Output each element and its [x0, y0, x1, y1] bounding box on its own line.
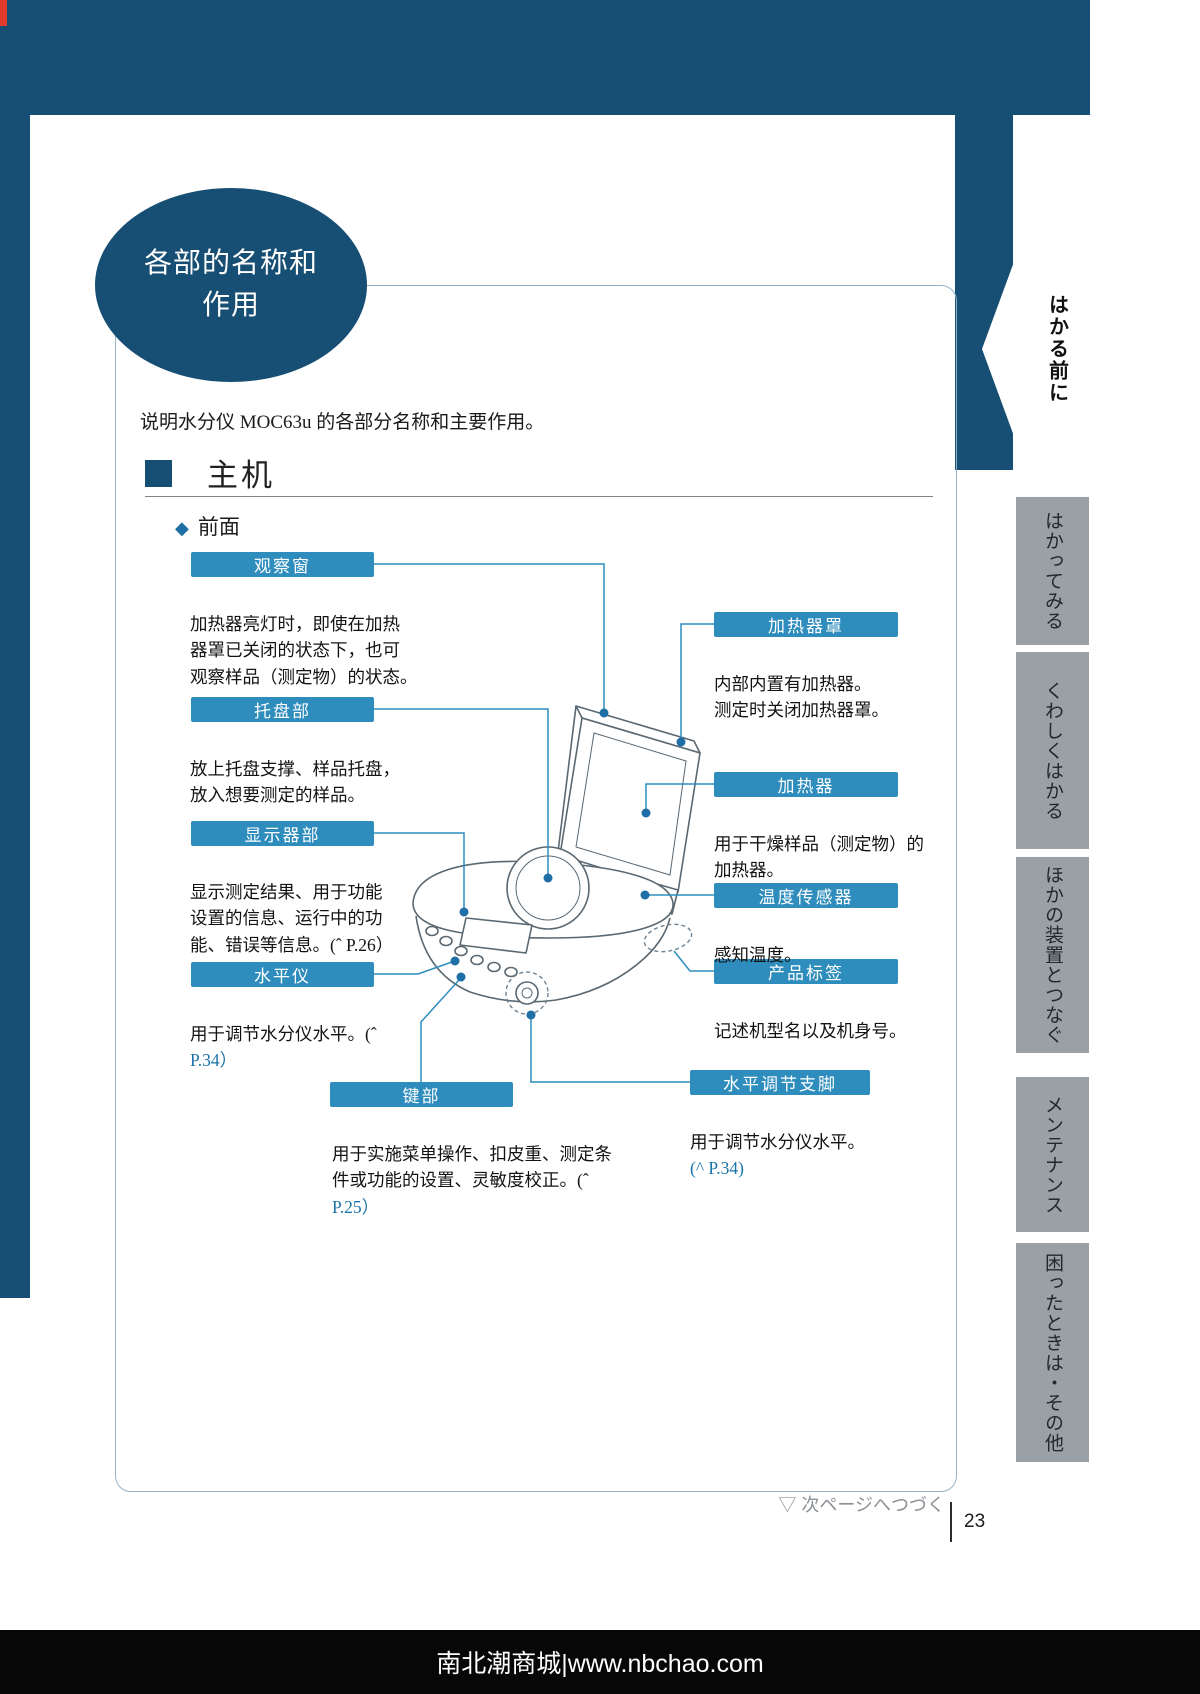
callout-heater: 加热器 — [714, 772, 898, 797]
side-tab-measure-in-detail: くわしくはかる — [1016, 652, 1089, 849]
content-panel-border — [115, 285, 957, 1492]
callout-temperature-sensor: 温度传感器 — [714, 883, 898, 908]
title-ellipse: 各部的名称和 作用 — [95, 188, 367, 382]
desc-level-gauge: 用于调节水分仪水平。(ˆ P.34） — [190, 994, 430, 1074]
desc-text: 显示测定结果、用于功能 设置的信息、运行中的功 能、错误等信息。(ˆ P.26） — [190, 881, 394, 955]
desc-text: 用于实施菜单操作、扣皮重、测定条 件或功能的设置、灵敏度校正。(ˆ — [332, 1143, 612, 1191]
callout-observation-window: 观察窗 — [191, 552, 374, 577]
callout-pan-unit: 托盘部 — [191, 697, 374, 722]
desc-display-unit: 显示测定结果、用于功能 设置的信息、运行中的功 能、错误等信息。(ˆ P.26） — [190, 852, 430, 958]
callout-product-label: 产品标签 — [714, 959, 898, 984]
desc-key-unit: 用于实施菜单操作、扣皮重、测定条 件或功能的设置、灵敏度校正。(ˆ P.25） — [332, 1114, 652, 1220]
desc-text: 感知温度。 — [714, 944, 802, 965]
diamond-icon: ◆ — [175, 518, 189, 538]
desc-text: 用于调节水分仪水平。(ˆ — [190, 1023, 377, 1044]
desc-heater: 用于干燥样品（测定物）的 加热器。 — [714, 804, 959, 884]
side-tab-label: 困ったときは・その他 — [1042, 1252, 1063, 1453]
side-tab-label: くわしくはかる — [1042, 680, 1063, 821]
section-square-icon — [145, 460, 172, 487]
section-rule — [145, 496, 933, 497]
side-tab-troubleshooting: 困ったときは・その他 — [1016, 1243, 1089, 1462]
side-tab-label: ほかの装置とつなぐ — [1042, 865, 1063, 1045]
callout-key-unit: 键部 — [330, 1082, 513, 1107]
page-number: 23 — [950, 1502, 985, 1542]
site-watermark-bar: 南北潮商城|www.nbchao.com — [0, 1630, 1200, 1694]
page-title-line2: 作用 — [201, 290, 260, 321]
side-tab-label: はかってみる — [1042, 511, 1063, 631]
desc-observation-window: 加热器亮灯时，即使在加热 器罩已关闭的状态下，也可 观察样品（测定物）的状态。 — [190, 584, 440, 690]
intro-text: 说明水分仪 MOC63u 的各部分名称和主要作用。 — [140, 412, 545, 433]
page-ref: (^ P.34) — [690, 1158, 744, 1179]
side-tab-connect-devices: ほかの装置とつなぐ — [1016, 857, 1089, 1053]
desc-pan-unit: 放上托盘支撑、样品托盘， 放入想要测定的样品。 — [190, 729, 445, 809]
desc-text: 用于调节水分仪水平。 — [690, 1131, 865, 1152]
desc-text: 加热器亮灯时，即使在加热 器罩已关闭的状态下，也可 观察样品（测定物）的状态。 — [190, 613, 418, 687]
section-title: 主机 — [207, 458, 275, 493]
page-ref: P.34） — [190, 1050, 238, 1071]
subsection-front: ◆ 前面 — [175, 511, 240, 541]
top-navy-band — [0, 0, 1090, 115]
continue-note: ▽ 次ページへつづく — [778, 1495, 945, 1515]
desc-text: 记述机型名以及机身号。 — [714, 1020, 907, 1041]
desc-product-label: 记述机型名以及机身号。 — [714, 991, 954, 1044]
callout-leveling-foot: 水平调节支脚 — [690, 1070, 870, 1095]
callout-level-gauge: 水平仪 — [191, 962, 374, 987]
page-ref: P.25） — [332, 1196, 380, 1217]
desc-heater-cover: 内部内置有加热器。 测定时关闭加热器罩。 — [714, 644, 954, 724]
left-navy-stripe — [0, 0, 30, 1298]
red-corner-accent — [0, 0, 7, 26]
callout-display-unit: 显示器部 — [191, 821, 374, 846]
desc-text: 放上托盘支撑、样品托盘， 放入想要测定的样品。 — [190, 758, 400, 806]
side-tab-maintenance: メンテナンス — [1016, 1077, 1089, 1232]
page-title-line1: 各部的名称和 — [143, 248, 318, 279]
subsection-label: 前面 — [197, 515, 240, 539]
desc-leveling-foot: 用于调节水分仪水平。 (^ P.34) — [690, 1102, 920, 1182]
desc-text: 用于干燥样品（测定物）的 加热器。 — [714, 833, 924, 881]
callout-heater-cover: 加热器罩 — [714, 612, 898, 637]
desc-temperature-sensor: 感知温度。 — [714, 915, 934, 968]
side-tab-label: メンテナンス — [1042, 1094, 1063, 1215]
side-tab-try-measuring: はかってみる — [1016, 497, 1089, 645]
side-tab-active-label: はかる前に — [1045, 294, 1068, 404]
desc-text: 内部内置有加热器。 测定时关闭加热器罩。 — [714, 673, 889, 721]
